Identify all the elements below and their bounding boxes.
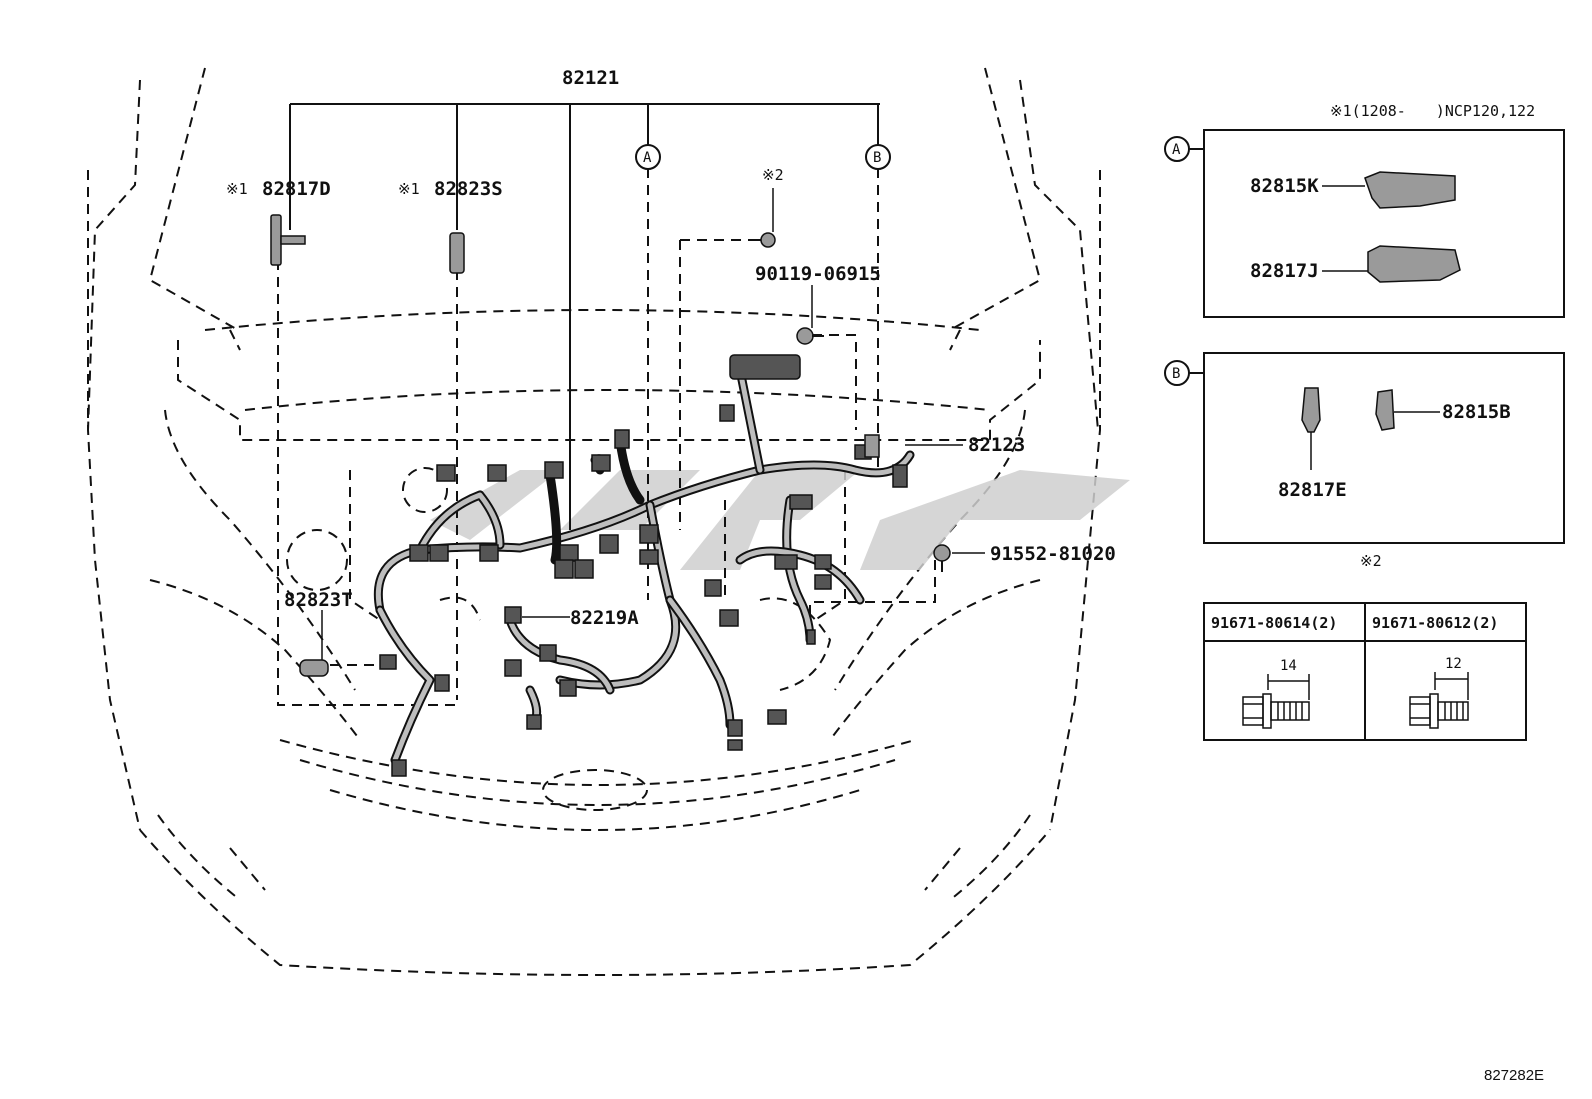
box-a-part-2: 82817J [1250,260,1319,282]
small-parts [270,214,951,677]
detail-box-b: B 82817E 82815B [1164,352,1565,544]
bolt-table: ※2 91671-80614(2) 91671-80612(2) 14 12 [1203,552,1527,741]
bolt-91552-icon [933,544,951,562]
car-body-outline [87,67,1101,976]
label-82219A: 82219A [570,607,639,629]
clip-82817J-icon [1367,245,1461,283]
diagram-code: 827282E [1484,1067,1544,1084]
clip-82823T-icon [299,659,329,677]
box-a-part-1: 82815K [1250,175,1319,197]
box-b-callout: B [1172,366,1180,382]
label-82817D: 82817D [262,178,331,200]
leaders [321,188,985,660]
callout-a-text: A [643,150,652,166]
clip-82817D-icon [270,214,282,266]
bolt-table-note: ※2 [1360,552,1382,570]
callouts [635,144,891,170]
label-91552-81020: 91552-81020 [990,543,1116,565]
bolt-col-1-length: 14 [1280,658,1297,674]
label-82123: 82123 [968,434,1025,456]
bolt-col-2-part: 91671-80612(2) [1372,614,1498,632]
clip-82823S-icon [449,232,465,274]
watermark-logo [430,470,1130,570]
bolt-col-2-length: 12 [1445,656,1462,672]
main-harness [373,365,915,765]
note-mark-1b: ※1 [398,180,420,198]
label-82823S: 82823S [434,178,503,200]
clip-82815B-icon [1375,389,1395,431]
callout-b-text: B [873,150,881,166]
note-mark-2-top: ※2 [762,166,784,184]
label-90119-06915: 90119-06915 [755,263,881,285]
connectors [379,354,908,777]
label-82121: 82121 [562,67,619,89]
note-mark-1a: ※1 [226,180,248,198]
bracket-82121 [289,103,880,530]
box-b-part-2: 82817E [1278,479,1347,501]
box-a-callout: A [1172,142,1181,158]
clip-82815K-icon [1364,171,1456,209]
clip-82817D-tab-icon [280,235,306,245]
box-b-part-1: 82815B [1442,401,1511,423]
clip-82817E-icon [1301,387,1321,433]
legend-note: ※1(1208- )NCP120,122 [1330,102,1535,120]
bolt-14-icon [1242,674,1310,729]
bolt-col-1-part: 91671-80614(2) [1211,614,1337,632]
bolt-90119-icon [796,327,814,345]
callout-a-circle [635,144,661,170]
detail-box-a: A 82815K 82817J [1164,129,1565,318]
callout-b-circle [865,144,891,170]
bolt-12-icon [1409,672,1469,729]
label-82823T: 82823T [284,589,353,611]
main-labels: 82121 ※1 82817D ※1 82823S A B ※2 90119-0… [226,67,1116,629]
